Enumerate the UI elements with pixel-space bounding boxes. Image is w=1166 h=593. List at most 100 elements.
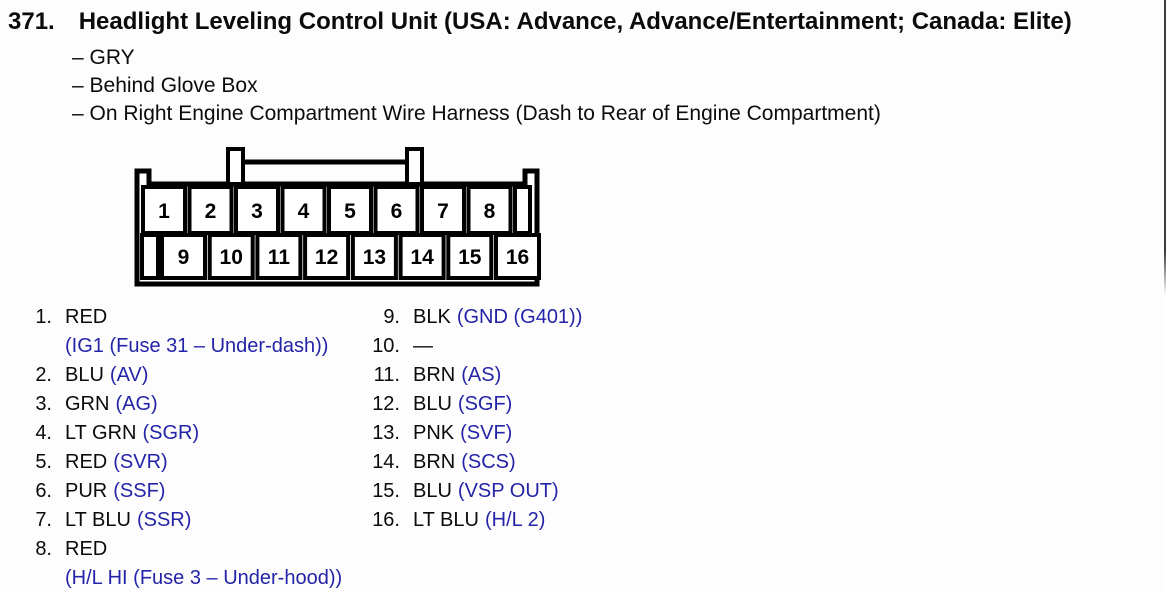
cavity-9 <box>160 233 207 280</box>
detail-location: – Behind Glove Box <box>72 74 258 97</box>
wire-color: LT BLU <box>65 509 131 531</box>
wire-color: BRN <box>413 451 456 473</box>
signal-name: (SSR) <box>136 509 192 531</box>
pin-entry-text: LT BLU(H/L 2) <box>413 506 545 535</box>
pin-entry-text: PUR(SSF) <box>65 477 165 506</box>
pin-entry-5: 5. RED(SVR) <box>18 448 342 477</box>
signal-name: (SCS) <box>461 451 516 473</box>
signal-name: (SGR) <box>142 422 200 444</box>
signal-name: (H/L 2) <box>484 509 546 531</box>
signal-name: (AS) <box>461 364 502 386</box>
pin-entry-8: 8. RED (H/L HI (Fuse 3 – Under-hood)) <box>18 535 342 593</box>
pin-entry-text: RED(SVR) <box>65 448 168 477</box>
pin-number-15: 15 <box>458 246 482 269</box>
pin-entry-16: 16. LT BLU(H/L 2) <box>366 506 582 535</box>
section-heading: 371. Headlight Leveling Control Unit (US… <box>8 8 1072 36</box>
wire-color: RED <box>65 538 108 560</box>
signal-name: (H/L HI (Fuse 3 – Under-hood)) <box>65 567 343 589</box>
wire-color: BLU <box>413 393 452 415</box>
pin-entry-text: BRN(AS) <box>413 361 501 390</box>
pin-number-3: 3 <box>251 200 263 223</box>
pin-entry-number: 12. <box>372 393 400 415</box>
wire-color: BLU <box>65 364 104 386</box>
section-number: 371. <box>8 8 55 35</box>
pin-entry-7: 7. LT BLU(SSR) <box>18 506 342 535</box>
pin-entry-text: RED(IG1 (Fuse 31 – Under-dash)) <box>65 303 328 361</box>
cavity-14 <box>398 233 446 280</box>
signal-name: (SVR) <box>113 451 168 473</box>
wire-color: BLU <box>413 480 452 502</box>
pin-entry-number: 8. <box>35 538 52 560</box>
detail-harness: – On Right Engine Compartment Wire Harne… <box>72 102 881 125</box>
wire-color: PNK <box>413 422 455 444</box>
pin-entry-3: 3. GRN(AG) <box>18 390 342 419</box>
signal-name: (VSP OUT) <box>457 480 559 502</box>
signal-name: (SVF) <box>460 422 513 444</box>
pin-entry-number: 13. <box>372 422 400 444</box>
wire-color: PUR <box>65 480 108 502</box>
pin-number-9: 9 <box>178 246 190 269</box>
pin-entry-text: LT BLU(SSR) <box>65 506 191 535</box>
pin-entry-text: BLU(VSP OUT) <box>413 477 559 506</box>
signal-name: (SSF) <box>113 480 166 502</box>
pin-entry-number: 4. <box>35 422 52 444</box>
pin-number-10: 10 <box>220 246 243 269</box>
pin-entry-15: 15. BLU(VSP OUT) <box>366 477 582 506</box>
pin-entry-text: BLU(SGF) <box>413 390 512 419</box>
connector-drawing: 1 2 3 4 5 6 7 8 9 10 11 12 13 14 15 16 <box>134 147 541 287</box>
signal-name: (IG1 (Fuse 31 – Under-dash)) <box>65 335 329 357</box>
pin-number-2: 2 <box>205 200 217 223</box>
pin-entry-number: 10. <box>372 335 400 357</box>
cavity-5 <box>327 185 373 235</box>
pin-entry-text: RED (H/L HI (Fuse 3 – Under-hood)) <box>65 535 342 593</box>
pin-entry-number: 7. <box>35 509 52 531</box>
pin-number-11: 11 <box>268 246 291 269</box>
pin-number-5: 5 <box>344 200 356 223</box>
cavity-1 <box>141 185 187 235</box>
cavity-blank-top-right <box>513 185 532 235</box>
pin-list-left: 1. RED(IG1 (Fuse 31 – Under-dash)) 2. BL… <box>18 303 342 593</box>
pin-number-14: 14 <box>410 246 434 269</box>
pin-entry-number: 14. <box>372 451 400 473</box>
cavity-10 <box>207 233 255 280</box>
signal-name: (GND (G401)) <box>456 306 583 328</box>
pin-entry-number: 16. <box>372 509 400 531</box>
connector-diagram: 1 2 3 4 5 6 7 8 9 10 11 12 13 14 15 16 <box>118 143 558 298</box>
scan-page-edge-artifact <box>1164 0 1166 295</box>
wire-color: — <box>413 335 433 357</box>
pin-number-12: 12 <box>315 246 338 269</box>
pin-entry-9: 9. BLK(GND (G401)) <box>366 303 582 332</box>
pin-entry-number: 6. <box>35 480 52 502</box>
pin-list-right: 9. BLK(GND (G401)) 10. — 11. BRN(AS) 12.… <box>366 303 582 535</box>
pin-entry-1: 1. RED(IG1 (Fuse 31 – Under-dash)) <box>18 303 342 361</box>
detail-wire-color: – GRY <box>72 46 135 69</box>
pin-number-16: 16 <box>506 246 529 269</box>
signal-name: (AV) <box>109 364 149 386</box>
cavity-2 <box>187 185 234 235</box>
cavity-16 <box>494 233 541 280</box>
component-details: – GRY – Behind Glove Box – On Right Engi… <box>72 44 881 128</box>
cavity-4 <box>280 185 327 235</box>
pin-entry-number: 9. <box>383 306 400 328</box>
pin-number-4: 4 <box>298 200 310 223</box>
wire-color: BRN <box>413 364 456 386</box>
pin-entry-4: 4. LT GRN(SGR) <box>18 419 342 448</box>
cavity-blank-bottom-left <box>140 233 160 280</box>
cavity-15 <box>446 233 494 280</box>
cavity-8 <box>466 185 513 235</box>
pin-entry-text: LT GRN(SGR) <box>65 419 199 448</box>
pin-entry-number: 11. <box>373 364 400 386</box>
pin-entry-text: BLU(AV) <box>65 361 148 390</box>
signal-name: (AG) <box>115 393 158 415</box>
pin-number-13: 13 <box>363 246 386 269</box>
pin-entry-6: 6. PUR(SSF) <box>18 477 342 506</box>
wire-color: GRN <box>65 393 110 415</box>
section-title: Headlight Leveling Control Unit (USA: Ad… <box>78 8 1072 35</box>
latch-post-left <box>226 147 245 186</box>
pin-entry-number: 3. <box>35 393 52 415</box>
cavity-7 <box>420 185 466 235</box>
pin-number-7: 7 <box>437 200 449 223</box>
pin-entry-text: GRN(AG) <box>65 390 158 419</box>
pin-entry-text: BLK(GND (G401)) <box>413 303 582 332</box>
pin-entry-number: 1. <box>35 306 52 328</box>
